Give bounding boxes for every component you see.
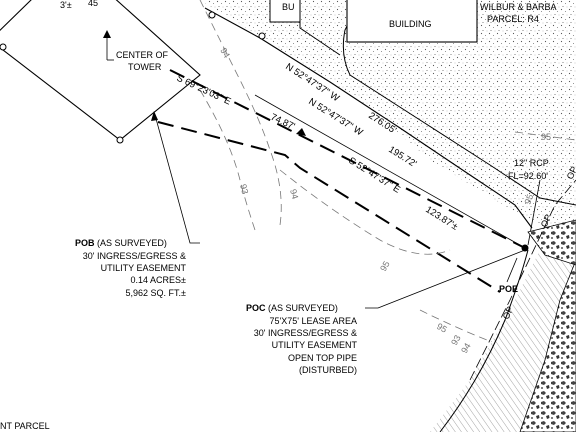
poc-leader [365, 249, 526, 309]
op-marker-2: OP [539, 213, 554, 229]
road-corner-marker [258, 32, 266, 40]
tower-number-partial: 3'± [60, 0, 72, 10]
lease-east-bearing: S 52°47'37" E [346, 155, 402, 195]
contour-95-mid [279, 169, 451, 255]
contour-label-95-right: 95 [541, 132, 551, 142]
building-label: BUILDING [389, 19, 432, 29]
overhead-power-line [469, 179, 576, 381]
building [346, 0, 478, 43]
contour-label-95-bottom: 95 [435, 321, 449, 335]
pob-line-4: 5,962 SQ. FT.± [126, 288, 187, 298]
riprap-band [527, 219, 576, 266]
contour-label-95-mid: 95 [522, 193, 535, 206]
pob-line-2: UTILITY EASEMENT [101, 263, 187, 273]
contour-94-upper [199, 0, 282, 226]
pob-title: POB (AS SURVEYED) [75, 238, 167, 248]
contour-label-94-top: 94 [218, 46, 232, 60]
pob-title-bold: POB [75, 238, 95, 248]
road-pavement [200, 0, 576, 232]
easement-line-lower [157, 121, 501, 293]
channel-riprap [519, 259, 576, 432]
contour-label-93-left: 93 [238, 183, 250, 195]
poc-title-rest: (AS SURVEYED) [266, 303, 338, 313]
pob-title-rest: (AS SURVEYED) [95, 238, 167, 248]
tower-center-mark [103, 30, 111, 38]
pipe-flowline-label: FL=92.60' [508, 171, 548, 181]
tower-parcel [0, 0, 201, 141]
lease-east-distance: 123.87'± [423, 204, 459, 232]
building-partial-label: BU [282, 2, 295, 12]
poc-line-4: OPEN TOP PIPE [288, 353, 357, 363]
tower-corner-marker [116, 136, 124, 144]
tower-corner-marker-2 [0, 43, 7, 51]
poc-line-1: 75'X75' LEASE AREA [270, 316, 358, 326]
contour-label-93-bottom: 93 [449, 333, 463, 347]
center-of-tower-label-1: CENTER OF [116, 50, 169, 60]
owner-name: WILBUR & BARBA [480, 2, 557, 12]
op-marker-1: OP [501, 305, 516, 321]
easement-centerline [254, 94, 526, 249]
tower-number-partial-2: 45 [88, 0, 98, 8]
lease-south-distance: 74.87' [269, 112, 297, 133]
poe-label: POE [499, 284, 518, 294]
poc-line-5: (DISTURBED) [299, 365, 357, 375]
poc-point [521, 244, 529, 252]
poc-title: POC (AS SURVEYED) [246, 303, 338, 313]
op-marker-3: OP [565, 165, 576, 181]
lease-south-bearing: S 69°23'03" E [175, 73, 233, 108]
pob-line-3: 0.14 ACRES± [131, 275, 187, 285]
adjacent-parcel-label: NT PARCEL [0, 421, 50, 431]
lease-center-distance: 195.72' [386, 144, 418, 170]
contour-95-right [514, 131, 576, 141]
building-partial [269, 0, 301, 23]
pob-leader [154, 114, 200, 244]
poc-line-2: 30' INGRESS/EGRESS & [254, 328, 357, 338]
pob-line-1: 30' INGRESS/EGRESS & [83, 251, 186, 261]
easement-line-upper [169, 69, 526, 249]
owner-parcel: PARCEL: R4 [487, 14, 539, 24]
pob-arrow [151, 111, 158, 121]
centerline-arrow [296, 128, 306, 136]
poe-leader [506, 257, 518, 283]
center-of-tower-label-2: TOWER [128, 62, 162, 72]
channel-edge [439, 249, 529, 432]
poc-line-3: UTILITY EASEMENT [272, 340, 358, 350]
contour-label-94-bottom: 94 [459, 341, 473, 355]
contour-93 [199, 89, 256, 231]
contour-label-94-mid: 94 [288, 188, 300, 200]
tower-corner-marker-3 [208, 11, 216, 19]
poc-title-bold: POC [246, 303, 266, 313]
contour-label-95-low: 95 [378, 259, 392, 273]
pipe-size-label: 12" RCP [514, 158, 549, 168]
